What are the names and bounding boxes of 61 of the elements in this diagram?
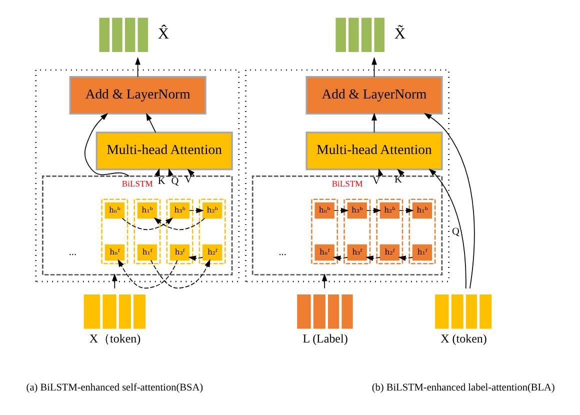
arrow bbox=[332, 256, 348, 261]
arrow bbox=[371, 112, 376, 133]
arrow bbox=[117, 259, 178, 289]
arrow bbox=[333, 208, 348, 214]
label: (a) BiLSTM-enhanced self-attention(BSA) bbox=[26, 382, 203, 394]
node-box: Add & LayerNorm bbox=[305, 76, 442, 115]
node-box: h₂ᶠ bbox=[379, 244, 400, 261]
node-box: hₙᵇ bbox=[314, 202, 334, 219]
label: ... bbox=[278, 247, 286, 258]
node-box: h₂ᵇ bbox=[379, 202, 400, 219]
arrow bbox=[321, 273, 327, 289]
node-box: h₁ᵇ bbox=[412, 202, 432, 219]
cluster bbox=[408, 198, 436, 264]
node-label: X（token) bbox=[88, 332, 140, 346]
edge-label: K bbox=[157, 176, 165, 187]
node-box: Add & LayerNorm bbox=[68, 76, 206, 115]
arrow bbox=[424, 113, 474, 289]
node-label: L (Label) bbox=[302, 332, 348, 346]
edge-label: V bbox=[372, 176, 380, 187]
cluster bbox=[343, 198, 370, 264]
node-box: h₃ᶠ bbox=[346, 244, 366, 261]
node-label: X (token) bbox=[440, 332, 486, 346]
node-box: h₁ᵇ bbox=[136, 202, 157, 219]
arrow bbox=[153, 217, 205, 230]
arrow bbox=[168, 168, 173, 177]
arrow bbox=[150, 259, 210, 289]
arrow bbox=[366, 208, 381, 214]
cluster bbox=[198, 198, 226, 264]
cluster bbox=[310, 198, 338, 264]
arrow bbox=[188, 208, 204, 214]
arrow bbox=[134, 57, 140, 78]
node-box: h₃ᵇ bbox=[346, 202, 366, 219]
node-box: h₂ᵇ bbox=[202, 202, 222, 219]
node-box: h₁ᶠ bbox=[412, 244, 432, 261]
node-box: Multi-head Attention bbox=[95, 132, 232, 170]
node-box: h₁ᶠ bbox=[136, 244, 157, 261]
arrow bbox=[146, 112, 156, 133]
node-box: hₙᵇ bbox=[104, 202, 124, 219]
arrow bbox=[188, 256, 203, 261]
edge-label: Q bbox=[170, 176, 178, 187]
node-box: h₃ᵇ bbox=[169, 202, 190, 219]
edge-label: K bbox=[394, 174, 402, 186]
edge-label: V bbox=[184, 174, 192, 186]
cluster bbox=[100, 198, 128, 264]
arrow bbox=[428, 168, 466, 289]
label: (b) BiLSTM-enhanced label-attention(BLA) bbox=[371, 382, 554, 394]
arrow bbox=[398, 208, 414, 214]
edge-label: Q bbox=[452, 226, 459, 238]
arrow bbox=[398, 256, 412, 261]
node-box: Multi-head Attention bbox=[305, 132, 442, 170]
node-box: h₃ᶠ bbox=[169, 244, 190, 261]
arrow bbox=[371, 57, 376, 78]
node-box: hₙᶠ bbox=[104, 244, 124, 261]
node-box: h₂ᶠ bbox=[202, 244, 222, 261]
node-box: hₙᶠ bbox=[314, 244, 334, 261]
node-label: X̂ bbox=[157, 26, 169, 43]
node-label: X̃ bbox=[394, 26, 406, 43]
arrow bbox=[111, 273, 117, 289]
label: ... bbox=[68, 247, 76, 258]
arrow bbox=[365, 256, 380, 261]
cluster bbox=[376, 198, 403, 264]
